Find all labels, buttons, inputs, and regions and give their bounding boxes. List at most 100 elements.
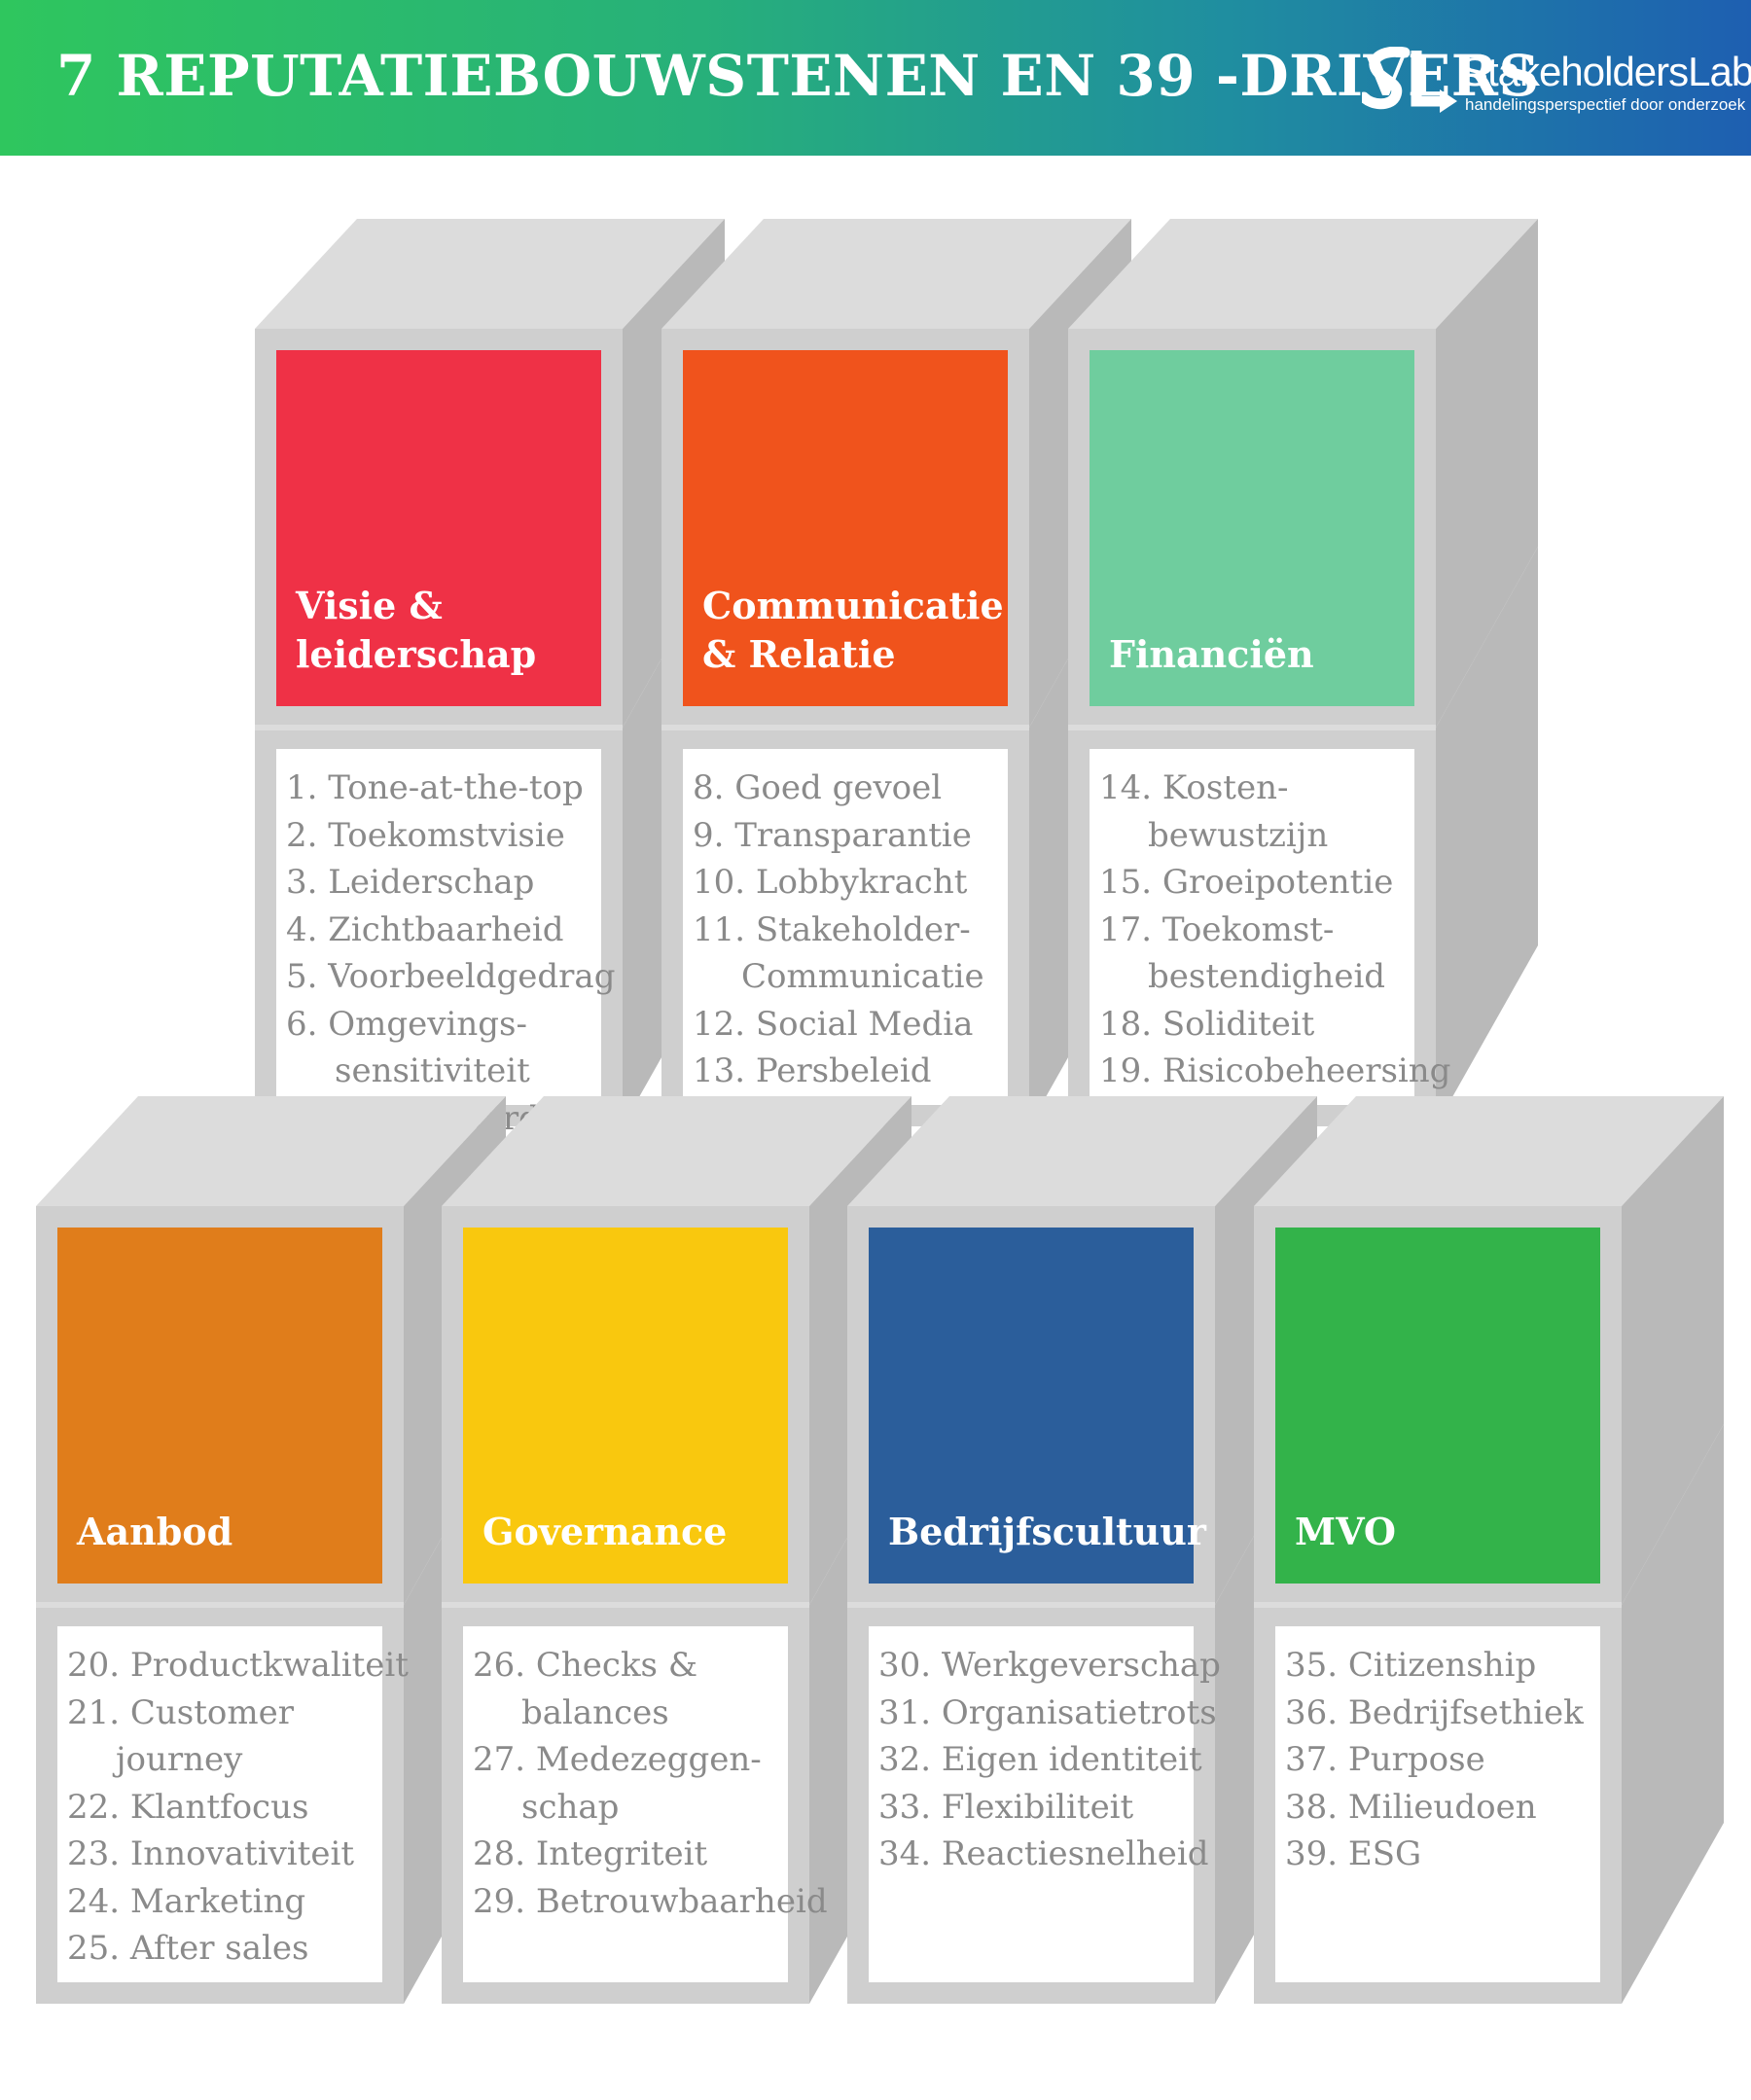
driver-item: 25. After sales: [67, 1929, 309, 1968]
driver-item: 22. Klantfocus: [67, 1787, 309, 1827]
bouwsteen-color-block: Governance: [463, 1228, 788, 1584]
cube-seam: [1254, 1602, 1622, 1608]
bouwsteen-title: Aanbod: [77, 1508, 232, 1556]
driver-item: 9. Transparantie: [693, 815, 972, 855]
cube-top-face: [442, 1096, 911, 1206]
bouwsteen-title-line: Bedrijfscultuur: [888, 1510, 1206, 1553]
driver-item: 31. Organisatietrots: [878, 1692, 1217, 1732]
driver-item: Communicatie: [741, 957, 984, 996]
driver-item: 8. Goed gevoel: [693, 768, 943, 807]
driver-item: 5. Voorbeeldgedrag: [286, 957, 616, 996]
cube-side-face-upper: [1622, 1096, 1724, 1605]
cube-financien: Financiën 14. Kosten-bewustzijn 15. Groeip…: [1068, 219, 1538, 1126]
bouwsteen-color-block: Financiën: [1090, 350, 1414, 706]
driver-item: 30. Werkgeverschap: [878, 1646, 1221, 1685]
cube-top-face: [255, 219, 725, 329]
driver-item: 15. Groeipotentie: [1099, 863, 1394, 902]
driver-item: bestendigheid: [1148, 957, 1386, 996]
driver-list: 8. Goed gevoel 9. Transparantie 10. Lobbyk…: [683, 749, 1008, 1105]
logo-name: StakeholdersLab: [1461, 49, 1751, 94]
driver-item: 12. Social Media: [693, 1004, 974, 1044]
stakeholderslab-logo: StakeholdersLab handelingsperspectief do…: [1362, 43, 1751, 121]
driver-item: 28. Integriteit: [473, 1834, 708, 1873]
cube-side-face-upper: [1436, 219, 1538, 728]
cube-side-face-lower: [1436, 547, 1538, 1126]
driver-item: schap: [521, 1787, 620, 1827]
bouwsteen-color-block: Bedrijfscultuur: [869, 1228, 1206, 1584]
driver-item: 37. Purpose: [1285, 1740, 1485, 1779]
driver-list: 35. Citizenship 36. Bedrijfsethiek 37. Pur…: [1275, 1626, 1600, 1982]
driver-item: sensitiviteit: [335, 1051, 530, 1090]
driver-list: 1. Tone-at-the-top 2. Toekomstvisie 3. Lei…: [276, 749, 644, 1138]
bouwsteen-title-line: Visie &: [296, 584, 443, 627]
cube-seam: [847, 1602, 1215, 1608]
driver-list: 26. Checks & balances 27. Medezeggen-schap…: [463, 1626, 828, 1982]
cube-communicatie-relatie: Communicatie & Relatie 8. Goed gevoel 9. Tr…: [661, 219, 1131, 1126]
driver-item: 4. Zichtbaarheid: [286, 909, 564, 949]
bouwsteen-title: Bedrijfscultuur: [888, 1508, 1206, 1556]
bouwsteen-color-block: Visie & leiderschap: [276, 350, 601, 706]
driver-item: 6. Omgevings-: [286, 1004, 527, 1044]
driver-item: 38. Milieudoen: [1285, 1787, 1537, 1827]
driver-item: 2. Toekomstvisie: [286, 815, 565, 855]
driver-item: 19. Risicobeheersing: [1099, 1051, 1451, 1090]
cube-side-face-lower: [1622, 1424, 1724, 2004]
driver-item: 36. Bedrijfsethiek: [1285, 1692, 1584, 1732]
driver-list: 14. Kosten-bewustzijn 15. Groeipotentie 17…: [1090, 749, 1451, 1105]
bouwsteen-title: Communicatie & Relatie: [702, 582, 1004, 679]
cube-governance: Governance 26. Checks & balances 27. Medeze…: [442, 1096, 911, 2004]
cube-top-face: [1254, 1096, 1724, 1206]
bouwsteen-title: MVO: [1295, 1508, 1396, 1556]
driver-item: 23. Innovativiteit: [67, 1834, 354, 1873]
cube-seam: [442, 1602, 809, 1608]
bouwsteen-title-line: Aanbod: [77, 1510, 233, 1553]
bouwsteen-color-block: Aanbod: [57, 1228, 382, 1584]
bouwsteen-title: Visie & leiderschap: [296, 582, 536, 679]
cube-seam: [661, 725, 1029, 730]
driver-item: 11. Stakeholder-: [693, 909, 971, 949]
driver-item: 13. Persbeleid: [693, 1051, 932, 1090]
driver-item: balances: [521, 1692, 669, 1732]
bouwsteen-color-block: Communicatie & Relatie: [683, 350, 1008, 706]
driver-item: 10. Lobbykracht: [693, 863, 968, 902]
driver-item: 34. Reactiesnelheid: [878, 1834, 1209, 1873]
bouwsteen-title-line: Governance: [482, 1510, 728, 1553]
cube-top-face: [661, 219, 1131, 329]
cube-top-face: [847, 1096, 1317, 1206]
bouwsteen-title: Governance: [482, 1508, 727, 1556]
driver-list: 30. Werkgeverschap 31. Organisatietrots 32…: [869, 1626, 1221, 1982]
bouwsteen-color-block: MVO: [1275, 1228, 1600, 1584]
cube-seam: [1068, 725, 1436, 730]
driver-item: 18. Soliditeit: [1099, 1004, 1315, 1044]
header-banner: 7 REPUTATIEBOUWSTENEN EN 39 -DRIVERS Sta…: [0, 0, 1751, 156]
driver-item: 3. Leiderschap: [286, 863, 535, 902]
cube-mvo: MVO 35. Citizenship 36. Bedrijfsethiek 37. …: [1254, 1096, 1724, 2004]
logo-tagline: handelingsperspectief door onderzoek: [1465, 95, 1746, 114]
bouwsteen-title-line: leiderschap: [296, 632, 537, 676]
driver-item: 26. Checks &: [473, 1646, 698, 1685]
bouwsteen-title-line: & Relatie: [702, 632, 896, 676]
driver-item: 1. Tone-at-the-top: [286, 768, 584, 807]
bouwsteen-title-line: Communicatie: [702, 584, 1004, 627]
driver-item: 21. Customer: [67, 1692, 294, 1732]
bouwsteen-title-line: Financiën: [1109, 632, 1314, 676]
driver-item: 14. Kosten-: [1099, 768, 1289, 807]
cube-top-face: [36, 1096, 506, 1206]
driver-item: 35. Citizenship: [1285, 1646, 1537, 1685]
driver-item: 27. Medezeggen-: [473, 1740, 762, 1779]
driver-item: 20. Productkwaliteit: [67, 1646, 409, 1685]
driver-item: 17. Toekomst-: [1099, 909, 1335, 949]
bouwsteen-title-line: MVO: [1295, 1510, 1396, 1553]
sl-logo-icon: [1362, 47, 1457, 113]
cube-bedrijfscultuur: Bedrijfscultuur 30. Werkgeverschap 31. Org…: [847, 1096, 1317, 2004]
driver-item: 24. Marketing: [67, 1881, 306, 1921]
cube-seam: [255, 725, 623, 730]
driver-item: bewustzijn: [1148, 815, 1329, 855]
driver-item: 29. Betrouwbaarheid: [473, 1881, 828, 1921]
cube-visie-leiderschap: Visie & leiderschap 1. Tone-at-the-top 2. T…: [255, 219, 725, 1138]
cube-seam: [36, 1602, 404, 1608]
driver-item: 33. Flexibiliteit: [878, 1787, 1134, 1827]
driver-item: 32. Eigen identiteit: [878, 1740, 1202, 1779]
